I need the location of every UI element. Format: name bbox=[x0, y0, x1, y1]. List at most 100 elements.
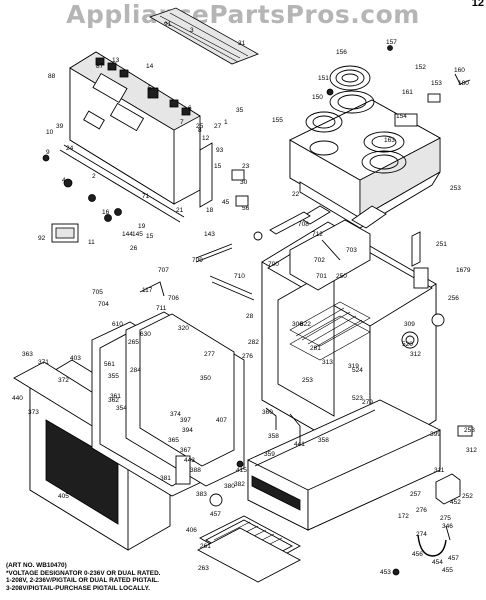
callout-label: 457 bbox=[210, 511, 221, 518]
callout-label: 24 bbox=[66, 145, 74, 152]
oven-body bbox=[261, 205, 445, 463]
callout-label: 355 bbox=[108, 373, 119, 380]
callout-label: 161 bbox=[402, 89, 413, 96]
callout-label: 708 bbox=[298, 221, 309, 228]
callout-label: 27 bbox=[214, 123, 222, 130]
callout-label: 144 bbox=[122, 231, 133, 238]
callout-label: 523 bbox=[352, 395, 363, 402]
callout-label: 9 bbox=[46, 149, 50, 156]
oven-door bbox=[13, 311, 245, 551]
control-panel bbox=[59, 51, 213, 223]
callout-label: 23 bbox=[242, 163, 250, 170]
clock-module bbox=[51, 223, 79, 243]
callout-label: 31 bbox=[238, 40, 246, 47]
callout-label: 443 bbox=[184, 457, 195, 464]
callout-label: 145 bbox=[132, 231, 143, 238]
callout-label: 6 bbox=[188, 105, 192, 112]
callout-label: 163 bbox=[384, 137, 395, 144]
callout-label: 704 bbox=[98, 301, 109, 308]
callout-label: 18 bbox=[206, 207, 214, 214]
callout-label: 276 bbox=[242, 353, 253, 360]
callout-label: 709 bbox=[192, 257, 203, 264]
callout-label: 265 bbox=[128, 339, 139, 346]
callout-label: 87 bbox=[96, 63, 104, 70]
callout-label: 281 bbox=[310, 345, 321, 352]
top-trim bbox=[149, 7, 259, 65]
callout-label: 710 bbox=[234, 273, 245, 280]
callout-label: 701 bbox=[316, 273, 327, 280]
callout-label: 354 bbox=[116, 405, 127, 412]
callout-label: 309 bbox=[404, 321, 415, 328]
callout-label: 406 bbox=[186, 527, 197, 534]
callout-label: 455 bbox=[442, 567, 453, 574]
callout-label: 45 bbox=[222, 199, 230, 206]
callout-label: 524 bbox=[352, 367, 363, 374]
callout-label: 712 bbox=[312, 231, 323, 238]
callout-label: 92 bbox=[38, 235, 46, 242]
callout-label: 284 bbox=[130, 367, 141, 374]
misc-hardware bbox=[139, 169, 301, 446]
callout-label: 705 bbox=[92, 289, 103, 296]
callout-label: 365 bbox=[168, 437, 179, 444]
callout-label: 250 bbox=[336, 273, 347, 280]
callout-label: 399 bbox=[430, 431, 441, 438]
callout-label: 415 bbox=[236, 467, 247, 474]
callout-label: 154 bbox=[396, 113, 407, 120]
callout-label: 407 bbox=[216, 417, 227, 424]
callout-label: 405 bbox=[58, 493, 69, 500]
callout-label: 277 bbox=[204, 351, 215, 358]
callout-label: 180 bbox=[458, 80, 469, 87]
callout-label: 707 bbox=[158, 267, 169, 274]
callout-label: 143 bbox=[204, 231, 215, 238]
callout-label: 30 bbox=[240, 179, 248, 186]
art-number: (ART NO. WB10470) bbox=[6, 562, 67, 569]
callout-label: 117 bbox=[142, 287, 153, 294]
callout-label: 152 bbox=[415, 64, 426, 71]
callout-label: 561 bbox=[104, 361, 115, 368]
callout-label: 622 bbox=[300, 321, 311, 328]
callout-label: 26 bbox=[130, 245, 138, 252]
callout-label: 35 bbox=[236, 107, 244, 114]
callout-label: 371 bbox=[38, 359, 49, 366]
callout-label: 39 bbox=[56, 123, 64, 130]
page-corner-number: 12 bbox=[471, 0, 484, 9]
callout-label: 346 bbox=[442, 523, 453, 530]
callout-label: 276 bbox=[416, 507, 427, 514]
callout-label: 88 bbox=[48, 73, 56, 80]
voltage-note-line-3: 3-208V/PIGTAIL-PURCHASE PIGTAIL LOCALLY. bbox=[6, 584, 150, 592]
callout-label: 454 bbox=[432, 559, 443, 566]
terminal-and-pigtail bbox=[392, 425, 473, 576]
callout-label: 452 bbox=[450, 499, 461, 506]
callout-label: 306 bbox=[292, 321, 303, 328]
callout-label: 358 bbox=[318, 437, 329, 444]
callout-label: 253 bbox=[450, 185, 461, 192]
callout-label: 382 bbox=[234, 481, 245, 488]
callout-label: 10 bbox=[46, 129, 54, 136]
callout-label: 7 bbox=[180, 119, 184, 126]
callout-label: 388 bbox=[190, 467, 201, 474]
broiler-pan bbox=[197, 515, 301, 583]
callout-label: 381 bbox=[160, 475, 171, 482]
callout-label: 8 bbox=[198, 127, 202, 134]
callout-label: 1679 bbox=[456, 267, 471, 274]
callout-label: 155 bbox=[272, 117, 283, 124]
callout-label: 372 bbox=[58, 377, 69, 384]
callout-label: 274 bbox=[416, 531, 427, 538]
callout-label: 257 bbox=[410, 491, 421, 498]
callout-label: 279 bbox=[362, 399, 373, 406]
callout-label: 610 bbox=[112, 321, 123, 328]
callout-label: 252 bbox=[462, 493, 473, 500]
callout-label: 172 bbox=[398, 513, 409, 520]
callout-label: 320 bbox=[178, 325, 189, 332]
callout-label: 311 bbox=[434, 467, 445, 474]
callout-label: 367 bbox=[180, 447, 191, 454]
callout-label: 19 bbox=[138, 223, 146, 230]
voltage-note-line-2: 1-208V, 2-236V/PIGTAIL OR DUAL RATED PIG… bbox=[6, 577, 159, 585]
storage-drawer bbox=[247, 399, 441, 531]
callout-label: 157 bbox=[386, 39, 397, 46]
callout-label: 312 bbox=[466, 447, 477, 454]
callout-label: 440 bbox=[12, 395, 23, 402]
